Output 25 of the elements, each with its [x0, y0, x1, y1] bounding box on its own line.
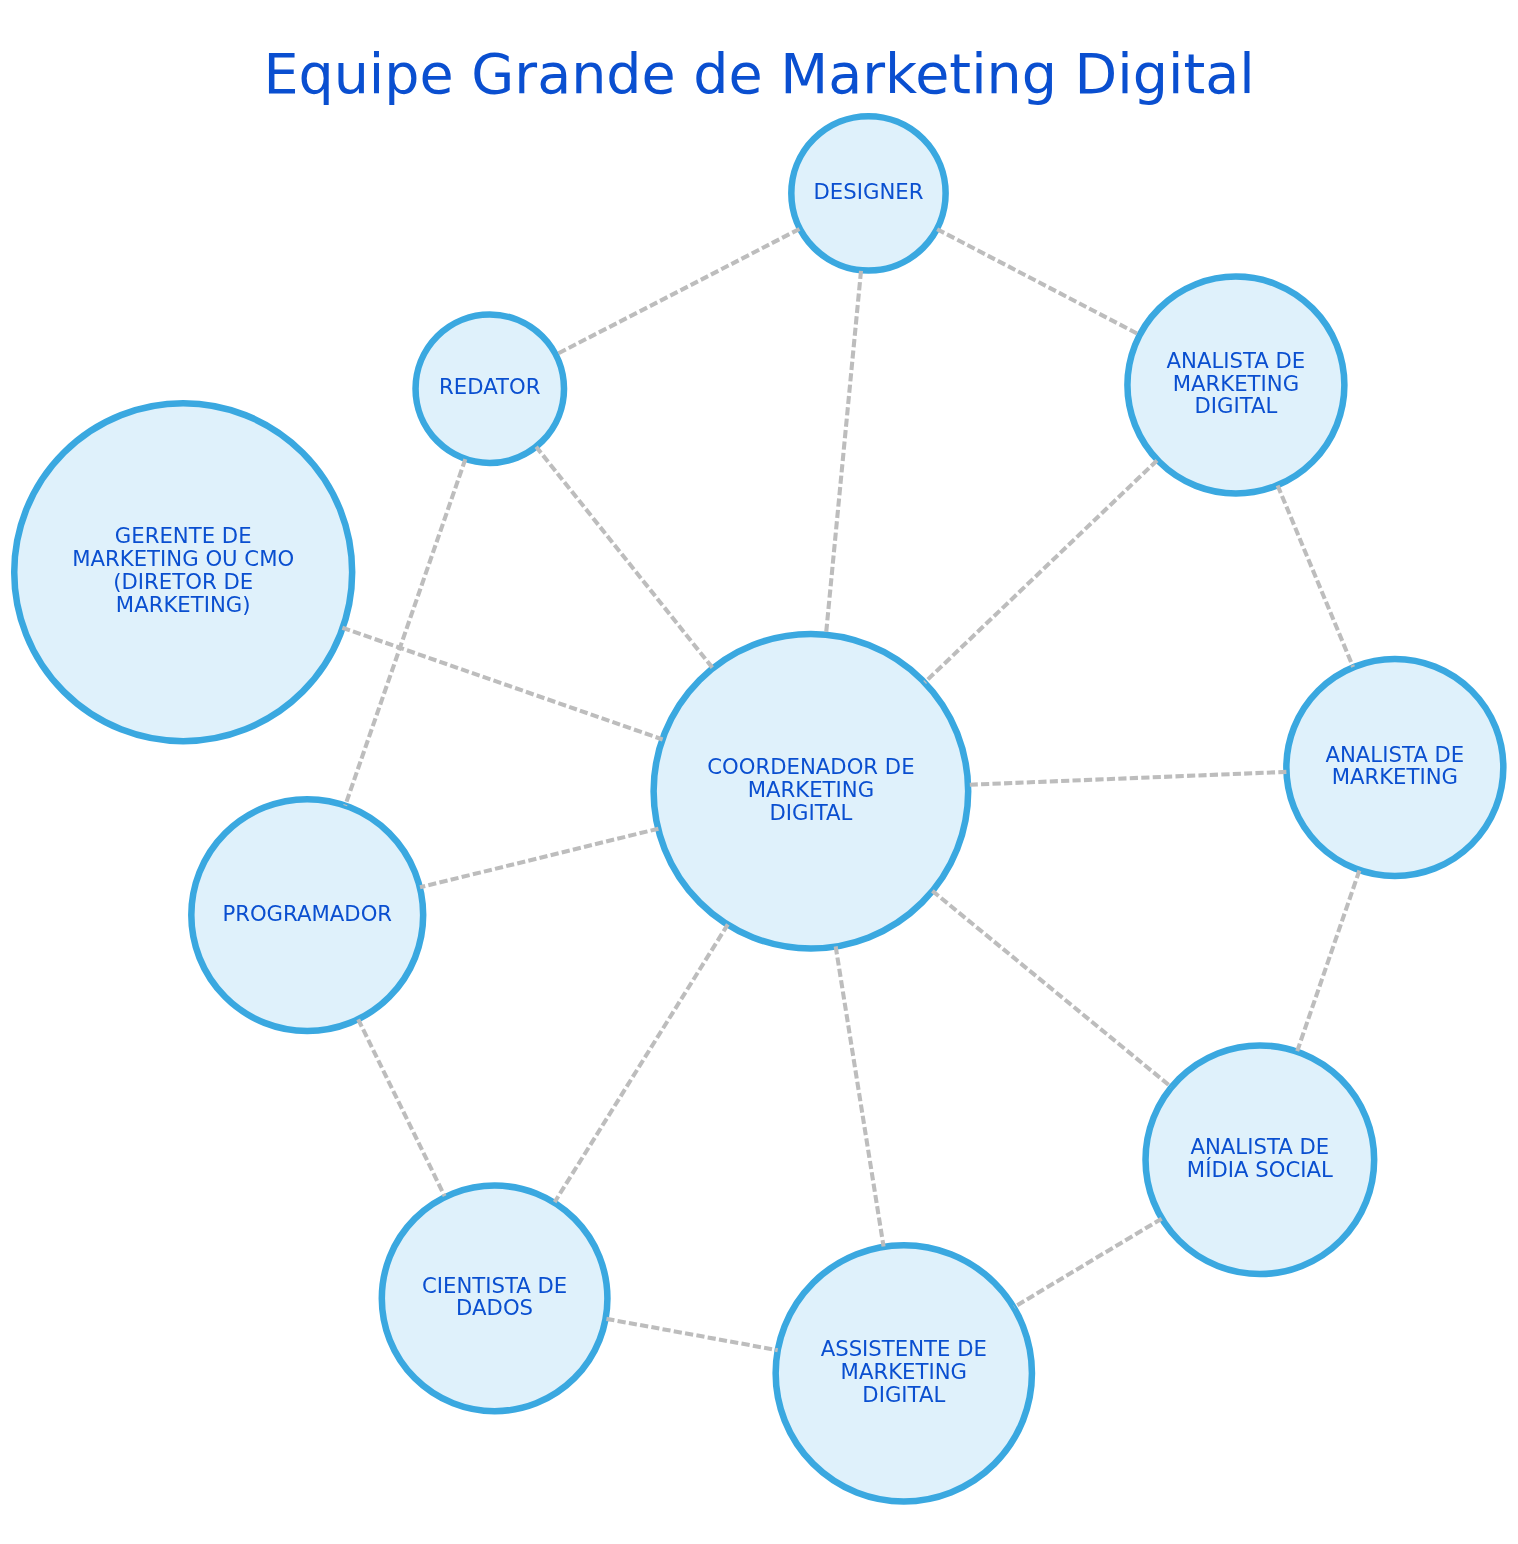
node-circle: ANALISTA DE MÍDIA SOCIAL	[1142, 1042, 1378, 1278]
connector	[341, 625, 664, 742]
connector	[419, 826, 659, 890]
node-circle: GERENTE DE MARKETING OU CMO (DIRETOR DE MARKETING)	[10, 399, 356, 745]
node-circle: ANALISTA DE MARKETING	[1283, 655, 1507, 880]
node-circle: CIENTISTA DE DADOS	[378, 1182, 611, 1415]
node-circle: DESIGNER	[788, 112, 949, 274]
connector	[967, 769, 1287, 787]
connector	[343, 458, 468, 807]
connector	[833, 946, 886, 1247]
connector	[1013, 1216, 1163, 1309]
connector	[1275, 484, 1355, 668]
node-circle: ANALISTA DE MARKETING DIGITAL	[1124, 273, 1348, 497]
connector	[936, 227, 1141, 337]
node-circle: REDATOR	[412, 311, 568, 467]
connector	[534, 445, 715, 670]
connector	[356, 1018, 447, 1198]
connector	[1295, 869, 1362, 1052]
connector	[606, 1316, 779, 1353]
node-circle: PROGRAMADOR	[188, 795, 427, 1035]
diagram-title: Equipe Grande de Marketing Digital	[263, 41, 1255, 107]
connector	[923, 459, 1159, 684]
node-circle: ASSISTENTE DE MARKETING DIGITAL	[772, 1241, 1036, 1505]
node-circle: COORDENADOR DE MARKETING DIGITAL	[650, 630, 972, 952]
connector	[552, 923, 730, 1204]
